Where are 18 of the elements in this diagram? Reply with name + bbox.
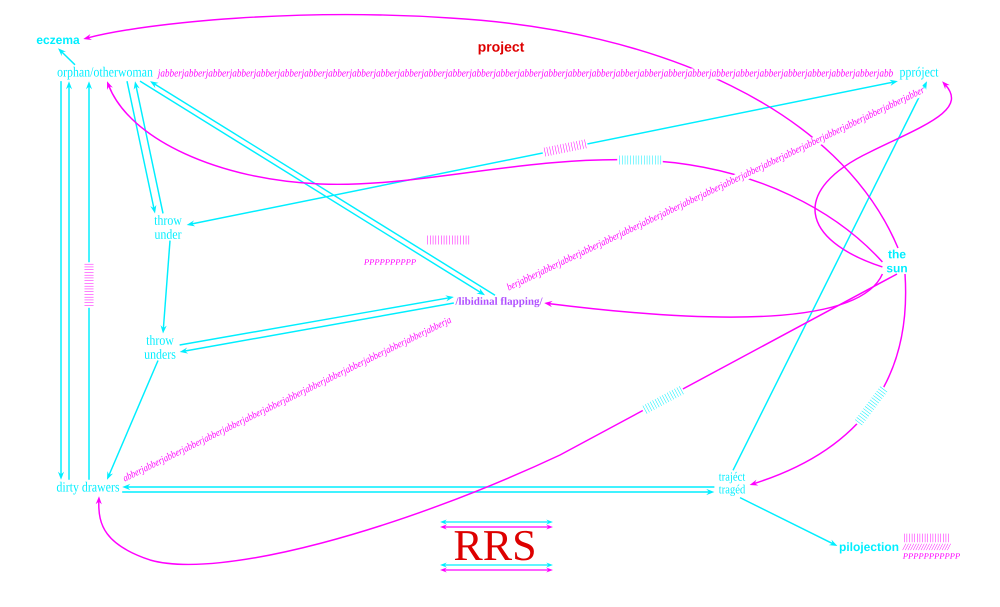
- glyph-row: PPPPPPPPPP: [364, 259, 416, 265]
- text-label: orphan/otherwoman: [58, 66, 153, 80]
- text-label: pilojection: [840, 542, 898, 554]
- text-label: ppróject: [900, 66, 938, 80]
- glyph-row: ||||||||||||||||: [427, 235, 470, 245]
- text-label: /libidinal flapping/: [455, 297, 543, 308]
- text-label: dirty drawers: [56, 482, 120, 494]
- glyph-row: //////////////////: [902, 544, 951, 550]
- edge-label: ||||||||||||||||: [84, 262, 94, 308]
- title: project: [478, 41, 524, 55]
- text-label: throw under: [154, 215, 182, 239]
- monogram: RRS: [454, 530, 534, 560]
- glyph-row: ||||||||||||||||||: [904, 534, 949, 542]
- glyph-row: PPPPPPPPPPP: [902, 553, 960, 559]
- text-label: trajéct tragéd: [718, 472, 746, 496]
- jabber-text: jabberjabberjabberjabberjabberjabberjabberjabberjabberjabberjabberjabberjabberjabberjabberjabberjabberjabberjabberjabberjabberjabberjabberjabberjabberjabberjabberjabberjabberjabberjabb: [156, 68, 894, 80]
- curved-arrow: [96, 273, 898, 565]
- text-label: eczema: [36, 38, 80, 44]
